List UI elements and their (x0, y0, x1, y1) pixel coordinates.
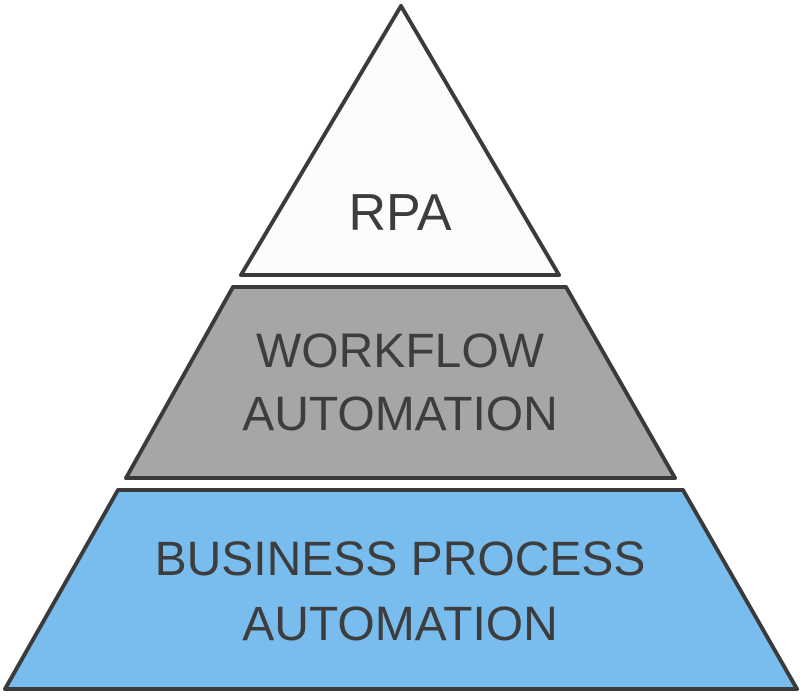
tier-rpa-shape (239, 4, 561, 277)
tier-rpa: RPA (239, 4, 561, 277)
tier-business-process-automation-shape (3, 488, 799, 691)
tier-rpa-label: RPA (348, 184, 451, 242)
tier-bpa-label-line-1: BUSINESS PROCESS (155, 533, 646, 586)
tier-workflow-automation-shape (124, 285, 677, 480)
tier-workflow-automation: WORKFLOW AUTOMATION (124, 285, 677, 480)
tier-workflow-label-line-2: AUTOMATION (242, 388, 558, 441)
tier-workflow-label-line-1: WORKFLOW (256, 325, 545, 378)
tier-business-process-automation: BUSINESS PROCESS AUTOMATION (3, 488, 799, 691)
tier-bpa-label-line-2: AUTOMATION (242, 598, 558, 651)
